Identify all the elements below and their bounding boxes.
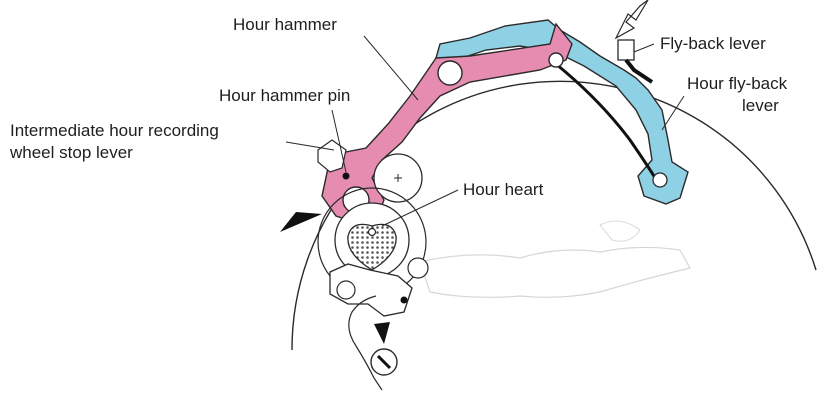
lower-pivot [337,281,355,299]
fly-back-lever-post [618,40,634,60]
hour-heart-center [369,229,376,236]
direction-arrow-icon [280,212,322,232]
label-hour-heart: Hour heart [463,180,543,200]
bridge-outline [420,247,690,297]
lower-pin [401,297,408,304]
push-arrow-icon [616,0,648,38]
fly-back-lever-screw [653,173,667,187]
hammer-pivot [438,61,462,85]
leader-hour-hammer [364,36,418,100]
label-hour-fly-back-line1: Hour fly-back [687,74,787,94]
label-hour-hammer-pin: Hour hammer pin [219,86,350,106]
label-hour-hammer: Hour hammer [233,15,337,35]
bridge-outline-detail [600,221,640,241]
hour-hammer-pin [343,173,350,180]
hammer-screw [549,53,563,67]
side-wheel [408,258,428,278]
lever-motion-arrow-icon [374,322,390,344]
label-hour-fly-back-line2: lever [742,96,779,116]
label-intermediate-line1: Intermediate hour recording [10,121,219,141]
leader-hour-fly-back [662,96,684,130]
label-fly-back-lever: Fly-back lever [660,34,766,54]
label-intermediate-line2: wheel stop lever [10,143,133,163]
intermediate-stop-lever [318,140,346,172]
leader-fly-back [634,44,654,52]
